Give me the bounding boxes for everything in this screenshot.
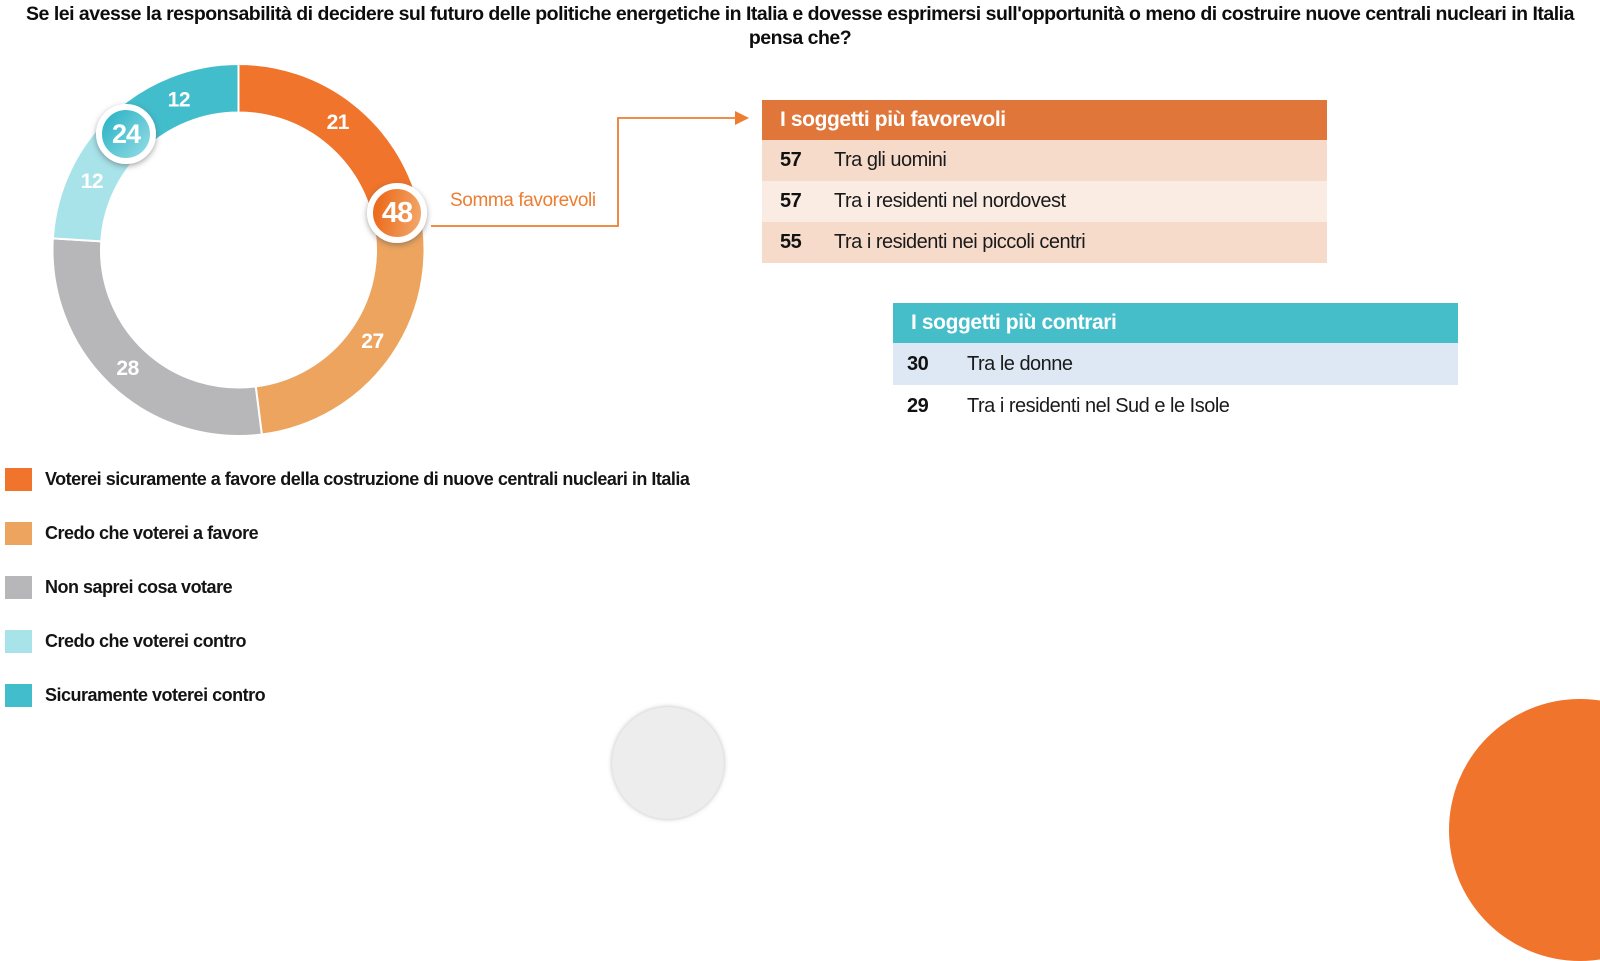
- table-favorevoli-header: I soggetti più favorevoli: [762, 100, 1327, 140]
- table-row: 30 Tra le donne: [893, 343, 1458, 385]
- legend-label: Credo che voterei a favore: [45, 523, 259, 543]
- legend-swatch-gray: [5, 576, 32, 599]
- row-label: Tra gli uomini: [834, 149, 947, 171]
- table-row: 57 Tra gli uomini: [762, 140, 1327, 181]
- donut-segment-2: [51, 237, 263, 437]
- donut-segment-value-2: 28: [116, 357, 139, 380]
- decorative-orange-circle: [1449, 699, 1600, 961]
- donut-segment-value-4: 12: [168, 88, 190, 111]
- legend-swatch-orange: [5, 468, 32, 491]
- badge-somma-favorevoli-value: 48: [381, 196, 413, 229]
- decorative-gray-circle: [612, 707, 724, 819]
- table-row: 55 Tra i residenti nei piccoli centri: [762, 222, 1327, 263]
- legend-swatch-teal: [5, 684, 32, 707]
- badge-somma-contrari: 24: [96, 104, 156, 164]
- row-label: Tra le donne: [967, 352, 1073, 375]
- badge-somma-contrari-value: 24: [111, 118, 141, 149]
- row-value: 57: [780, 149, 802, 171]
- legend-label: Sicuramente voterei contro: [45, 685, 266, 705]
- legend-item: Sicuramente voterei contro: [5, 684, 266, 707]
- legend-item: Voterei sicuramente a favore della costr…: [5, 468, 690, 491]
- row-label: Tra i residenti nei piccoli centri: [834, 231, 1086, 253]
- legend-label: Voterei sicuramente a favore della costr…: [45, 469, 690, 489]
- donut-segment-value-1: 27: [361, 330, 383, 353]
- somma-favorevoli-label: Somma favorevoli: [450, 190, 596, 211]
- donut-segment-value-3: 12: [81, 170, 103, 193]
- legend-item: Credo che voterei contro: [5, 630, 247, 653]
- legend-item: Credo che voterei a favore: [5, 522, 259, 545]
- donut-chart-container: 21 27 28 12 12: [0, 40, 480, 480]
- table-row: 57 Tra i residenti nel nordovest: [762, 181, 1327, 222]
- row-label: Tra i residenti nel nordovest: [834, 190, 1066, 212]
- row-value: 55: [780, 231, 802, 253]
- legend-item: Non saprei cosa votare: [5, 576, 233, 599]
- legend-swatch-tan: [5, 522, 32, 545]
- page-title: Se lei avesse la responsabilità di decid…: [26, 3, 1574, 49]
- table-row: 29 Tra i residenti nel Sud e le Isole: [893, 385, 1458, 427]
- table-soggetti-contrari: I soggetti più contrari 30 Tra le donne …: [893, 303, 1458, 427]
- row-label: Tra i residenti nel Sud e le Isole: [967, 394, 1230, 417]
- legend-label: Non saprei cosa votare: [45, 577, 233, 597]
- legend-label: Credo che voterei contro: [45, 631, 247, 651]
- donut-segment-value-0: 21: [327, 111, 350, 134]
- table-soggetti-favorevoli: I soggetti più favorevoli 57 Tra gli uom…: [762, 100, 1327, 263]
- row-value: 29: [907, 394, 929, 417]
- row-value: 57: [780, 190, 802, 212]
- table-contrari-header: I soggetti più contrari: [893, 303, 1458, 343]
- legend-swatch-lightcyan: [5, 630, 32, 653]
- row-value: 30: [907, 352, 929, 375]
- badge-somma-favorevoli: 48: [367, 183, 427, 243]
- donut-chart: 21 27 28 12 12: [51, 62, 426, 437]
